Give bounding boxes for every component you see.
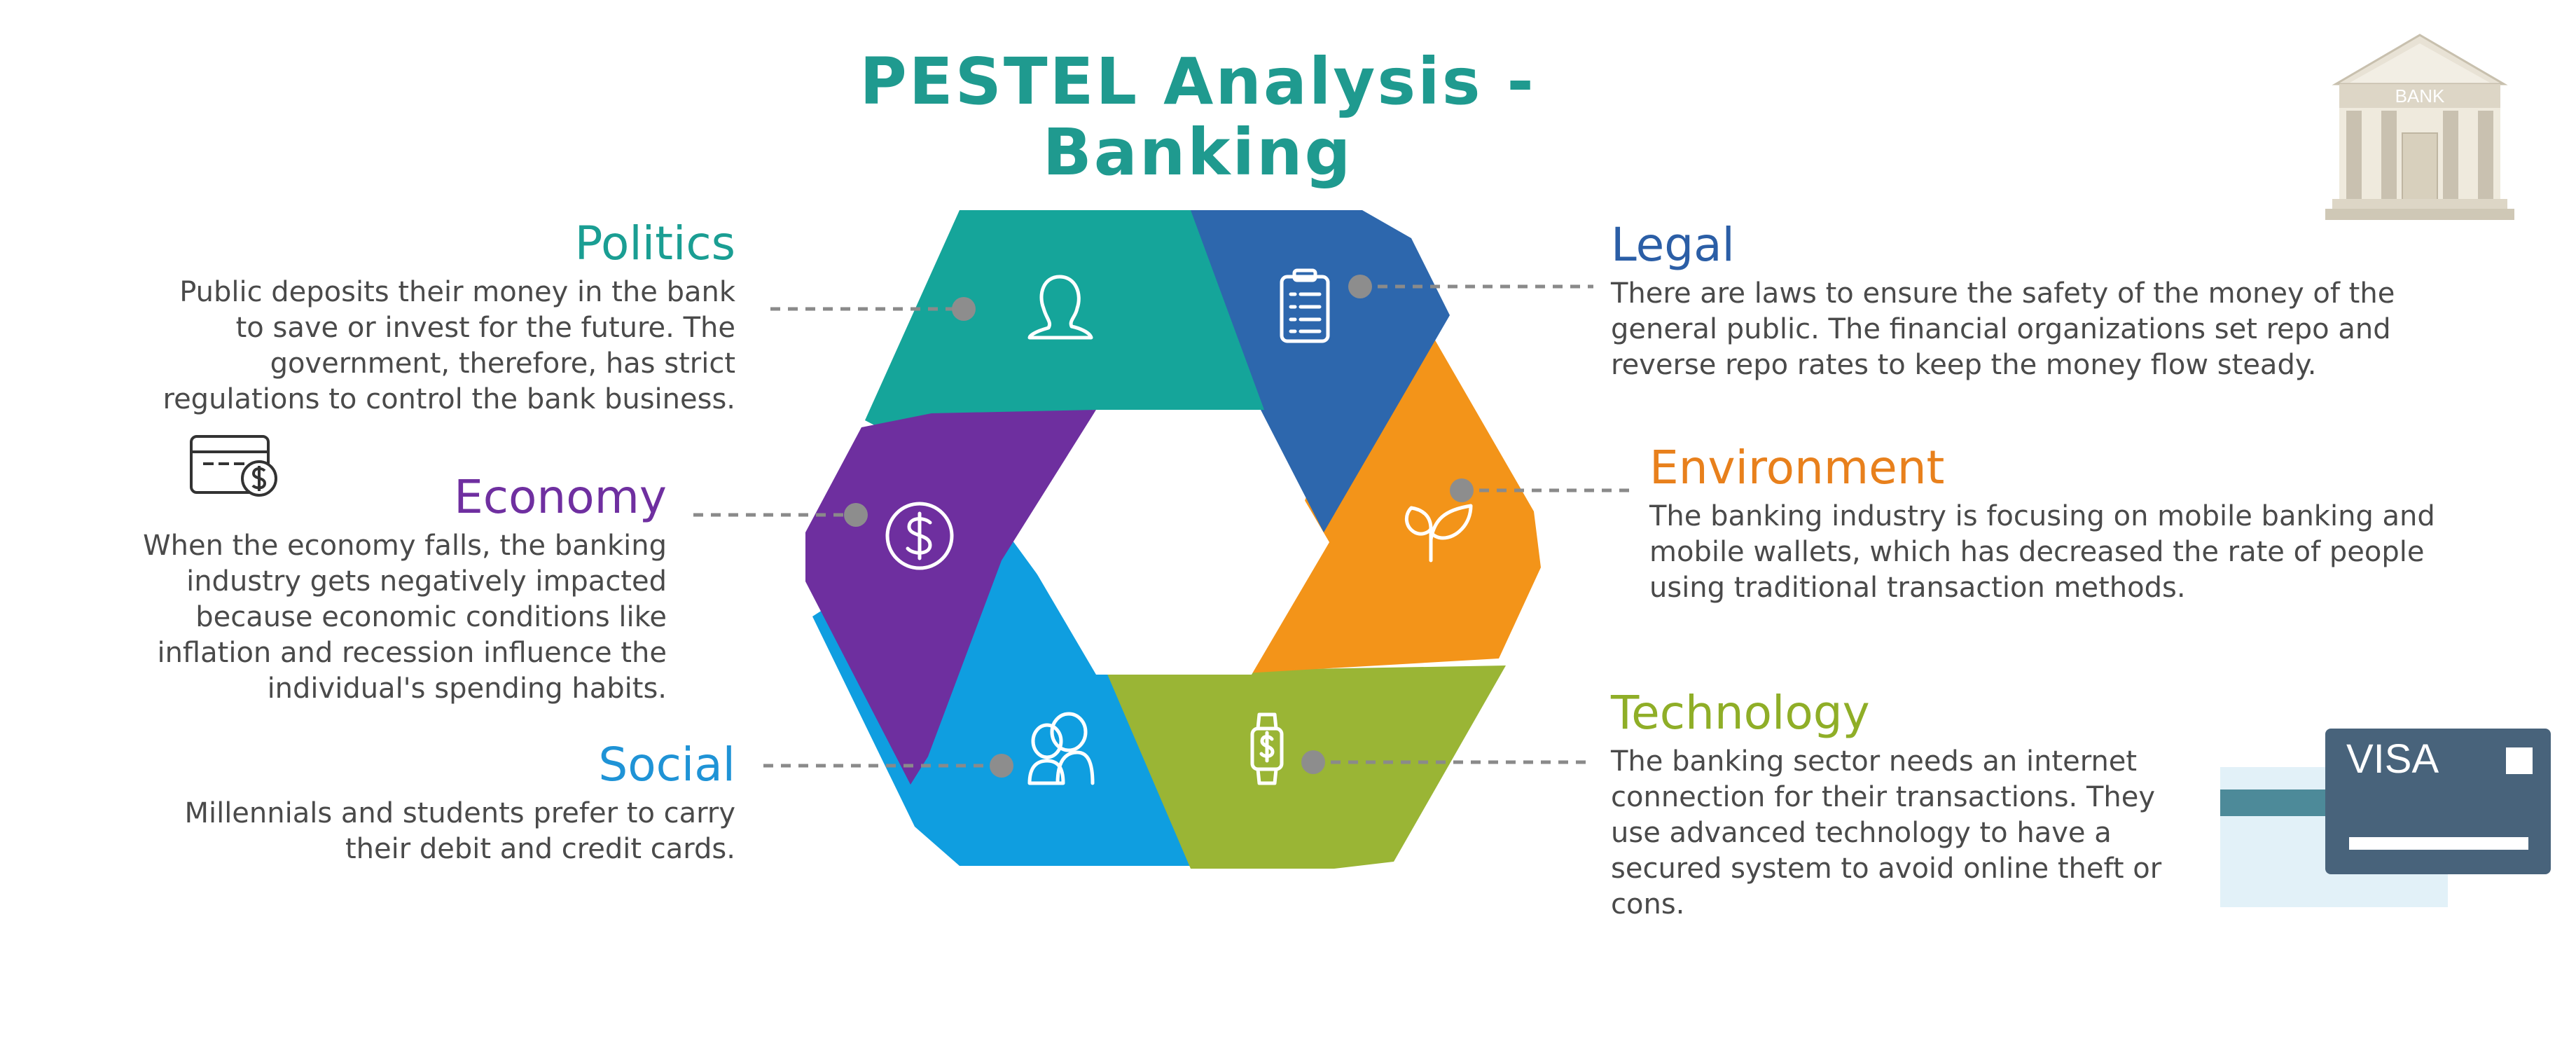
- legal-heading: Legal: [1611, 218, 1735, 272]
- social-block: Social Millennials and students prefer t…: [147, 738, 735, 867]
- legal-text: There are laws to ensure the safety of t…: [1611, 277, 2395, 381]
- social-heading: Social: [598, 738, 735, 792]
- technology-dot: [1301, 750, 1325, 774]
- people-icon: [1027, 712, 1095, 785]
- environment-dot: [1450, 478, 1474, 502]
- environment-text: The banking industry is focusing on mobi…: [1649, 499, 2435, 604]
- clipboard-icon: [1280, 268, 1330, 343]
- credit-card-dollar-icon: [190, 435, 277, 497]
- dollar-icon: [885, 502, 954, 570]
- environment-heading: Environment: [1649, 441, 1945, 495]
- economy-block: Economy When the economy falls, the bank…: [112, 471, 667, 707]
- person-icon: [1027, 275, 1093, 340]
- technology-heading: Technology: [1611, 686, 1870, 740]
- legal-block: Legal There are laws to ensure the safet…: [1611, 219, 2395, 383]
- bank-building-icon: BANK: [2325, 34, 2514, 220]
- bank-label: BANK: [2395, 85, 2445, 106]
- legal-dot: [1348, 275, 1372, 298]
- politics-text: Public deposits their money in the bank …: [162, 275, 736, 415]
- technology-block: Technology The banking sector needs an i…: [1611, 687, 2199, 923]
- visa-label: VISA: [2346, 736, 2439, 782]
- social-dot: [990, 754, 1013, 778]
- politics-block: Politics Public deposits their money in …: [147, 216, 736, 418]
- leaf-icon: [1404, 504, 1473, 563]
- economy-text: When the economy falls, the banking indu…: [143, 529, 667, 705]
- social-text: Millennials and students prefer to carry…: [184, 797, 735, 865]
- segment-economy: [805, 410, 1096, 785]
- page-title: PESTEL Analysis - Banking: [859, 44, 1536, 191]
- politics-dot: [952, 297, 976, 321]
- technology-text: The banking sector needs an internet con…: [1611, 745, 2162, 920]
- environment-block: Environment The banking industry is focu…: [1649, 441, 2476, 606]
- credit-cards-icon: VISA: [2220, 729, 2551, 907]
- segment-environment: [1233, 308, 1541, 674]
- economy-dot: [844, 503, 868, 527]
- economy-heading: Economy: [454, 470, 667, 524]
- smartwatch-icon: [1250, 712, 1284, 785]
- politics-heading: Politics: [574, 216, 735, 270]
